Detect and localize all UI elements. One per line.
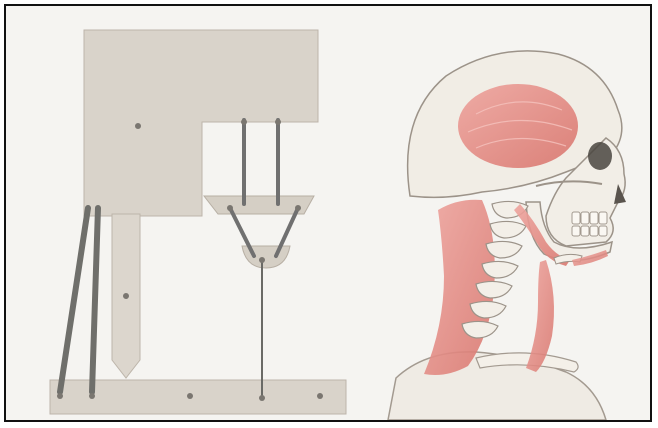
orbit — [588, 142, 612, 170]
mechanical-model — [50, 30, 346, 414]
rod-left-inner — [92, 208, 98, 392]
head-neck-anatomy — [388, 51, 626, 420]
illustration — [6, 6, 650, 420]
rod-diag-1 — [230, 208, 254, 256]
rod-left-outer — [60, 208, 88, 392]
figure-frame — [4, 4, 652, 422]
upper-plate — [84, 30, 318, 216]
